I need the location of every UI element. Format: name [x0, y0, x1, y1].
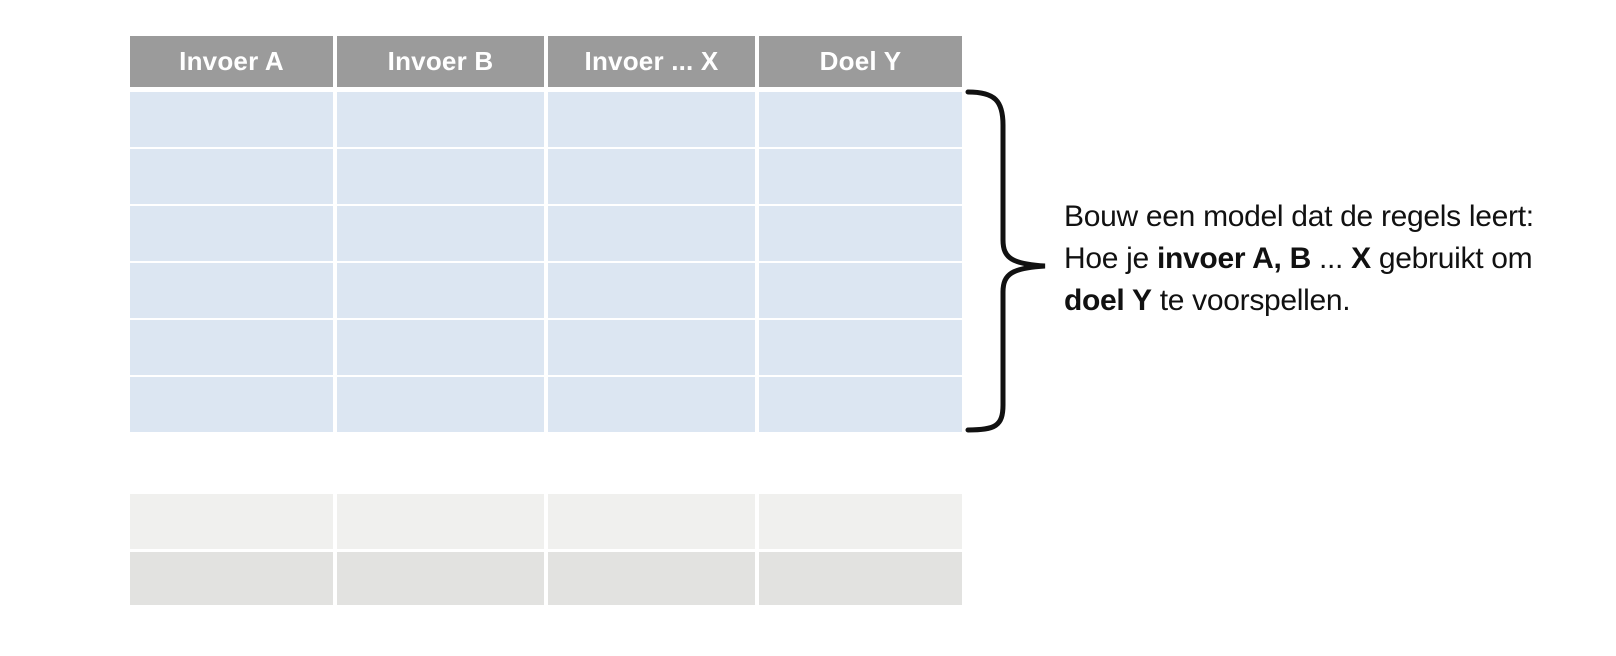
table-cell — [759, 494, 962, 549]
annotation-line: doel Y te voorspellen. — [1064, 284, 1351, 317]
annotation-text: Bouw een model dat de regels leert: Hoe j… — [1064, 196, 1534, 322]
table-cell — [548, 263, 755, 318]
table-cell — [130, 377, 333, 432]
table-cell — [759, 206, 962, 261]
table-cell — [337, 377, 544, 432]
curly-brace — [965, 89, 1046, 433]
table-cell — [130, 206, 333, 261]
table-cell — [337, 92, 544, 147]
table-header-row: Invoer A Invoer B Invoer ... X Doel Y — [130, 36, 962, 87]
table-cell — [759, 263, 962, 318]
table-cell — [337, 206, 544, 261]
table-cell — [130, 149, 333, 204]
table-cell — [759, 377, 962, 432]
table-cell — [759, 92, 962, 147]
header-cell-invoer-x: Invoer ... X — [548, 36, 755, 87]
table-cell — [548, 494, 755, 549]
table-cell — [337, 320, 544, 375]
table-cell — [337, 149, 544, 204]
secondary-empty-table — [130, 494, 962, 605]
table-cell — [548, 206, 755, 261]
header-cell-doel-y: Doel Y — [759, 36, 962, 87]
annotation-line: Bouw een model dat de regels leert: — [1064, 200, 1534, 233]
table-cell — [759, 320, 962, 375]
table-cell — [548, 149, 755, 204]
table-cell — [548, 92, 755, 147]
table-cell — [130, 320, 333, 375]
annotation-line: Hoe je invoer A, B ... X gebruikt om — [1064, 242, 1533, 275]
table-cell — [337, 494, 544, 549]
table-cell — [548, 552, 755, 605]
table-cell — [130, 552, 333, 605]
table-cell — [130, 263, 333, 318]
table-body — [130, 92, 962, 432]
table-cell — [759, 149, 962, 204]
table-cell — [337, 263, 544, 318]
header-cell-invoer-a: Invoer A — [130, 36, 333, 87]
table-cell — [337, 552, 544, 605]
table-cell — [759, 552, 962, 605]
table-cell — [548, 320, 755, 375]
training-data-table: Invoer A Invoer B Invoer ... X Doel Y — [130, 36, 962, 432]
table-cell — [130, 92, 333, 147]
table-cell — [130, 494, 333, 549]
table-cell — [548, 377, 755, 432]
header-cell-invoer-b: Invoer B — [337, 36, 544, 87]
